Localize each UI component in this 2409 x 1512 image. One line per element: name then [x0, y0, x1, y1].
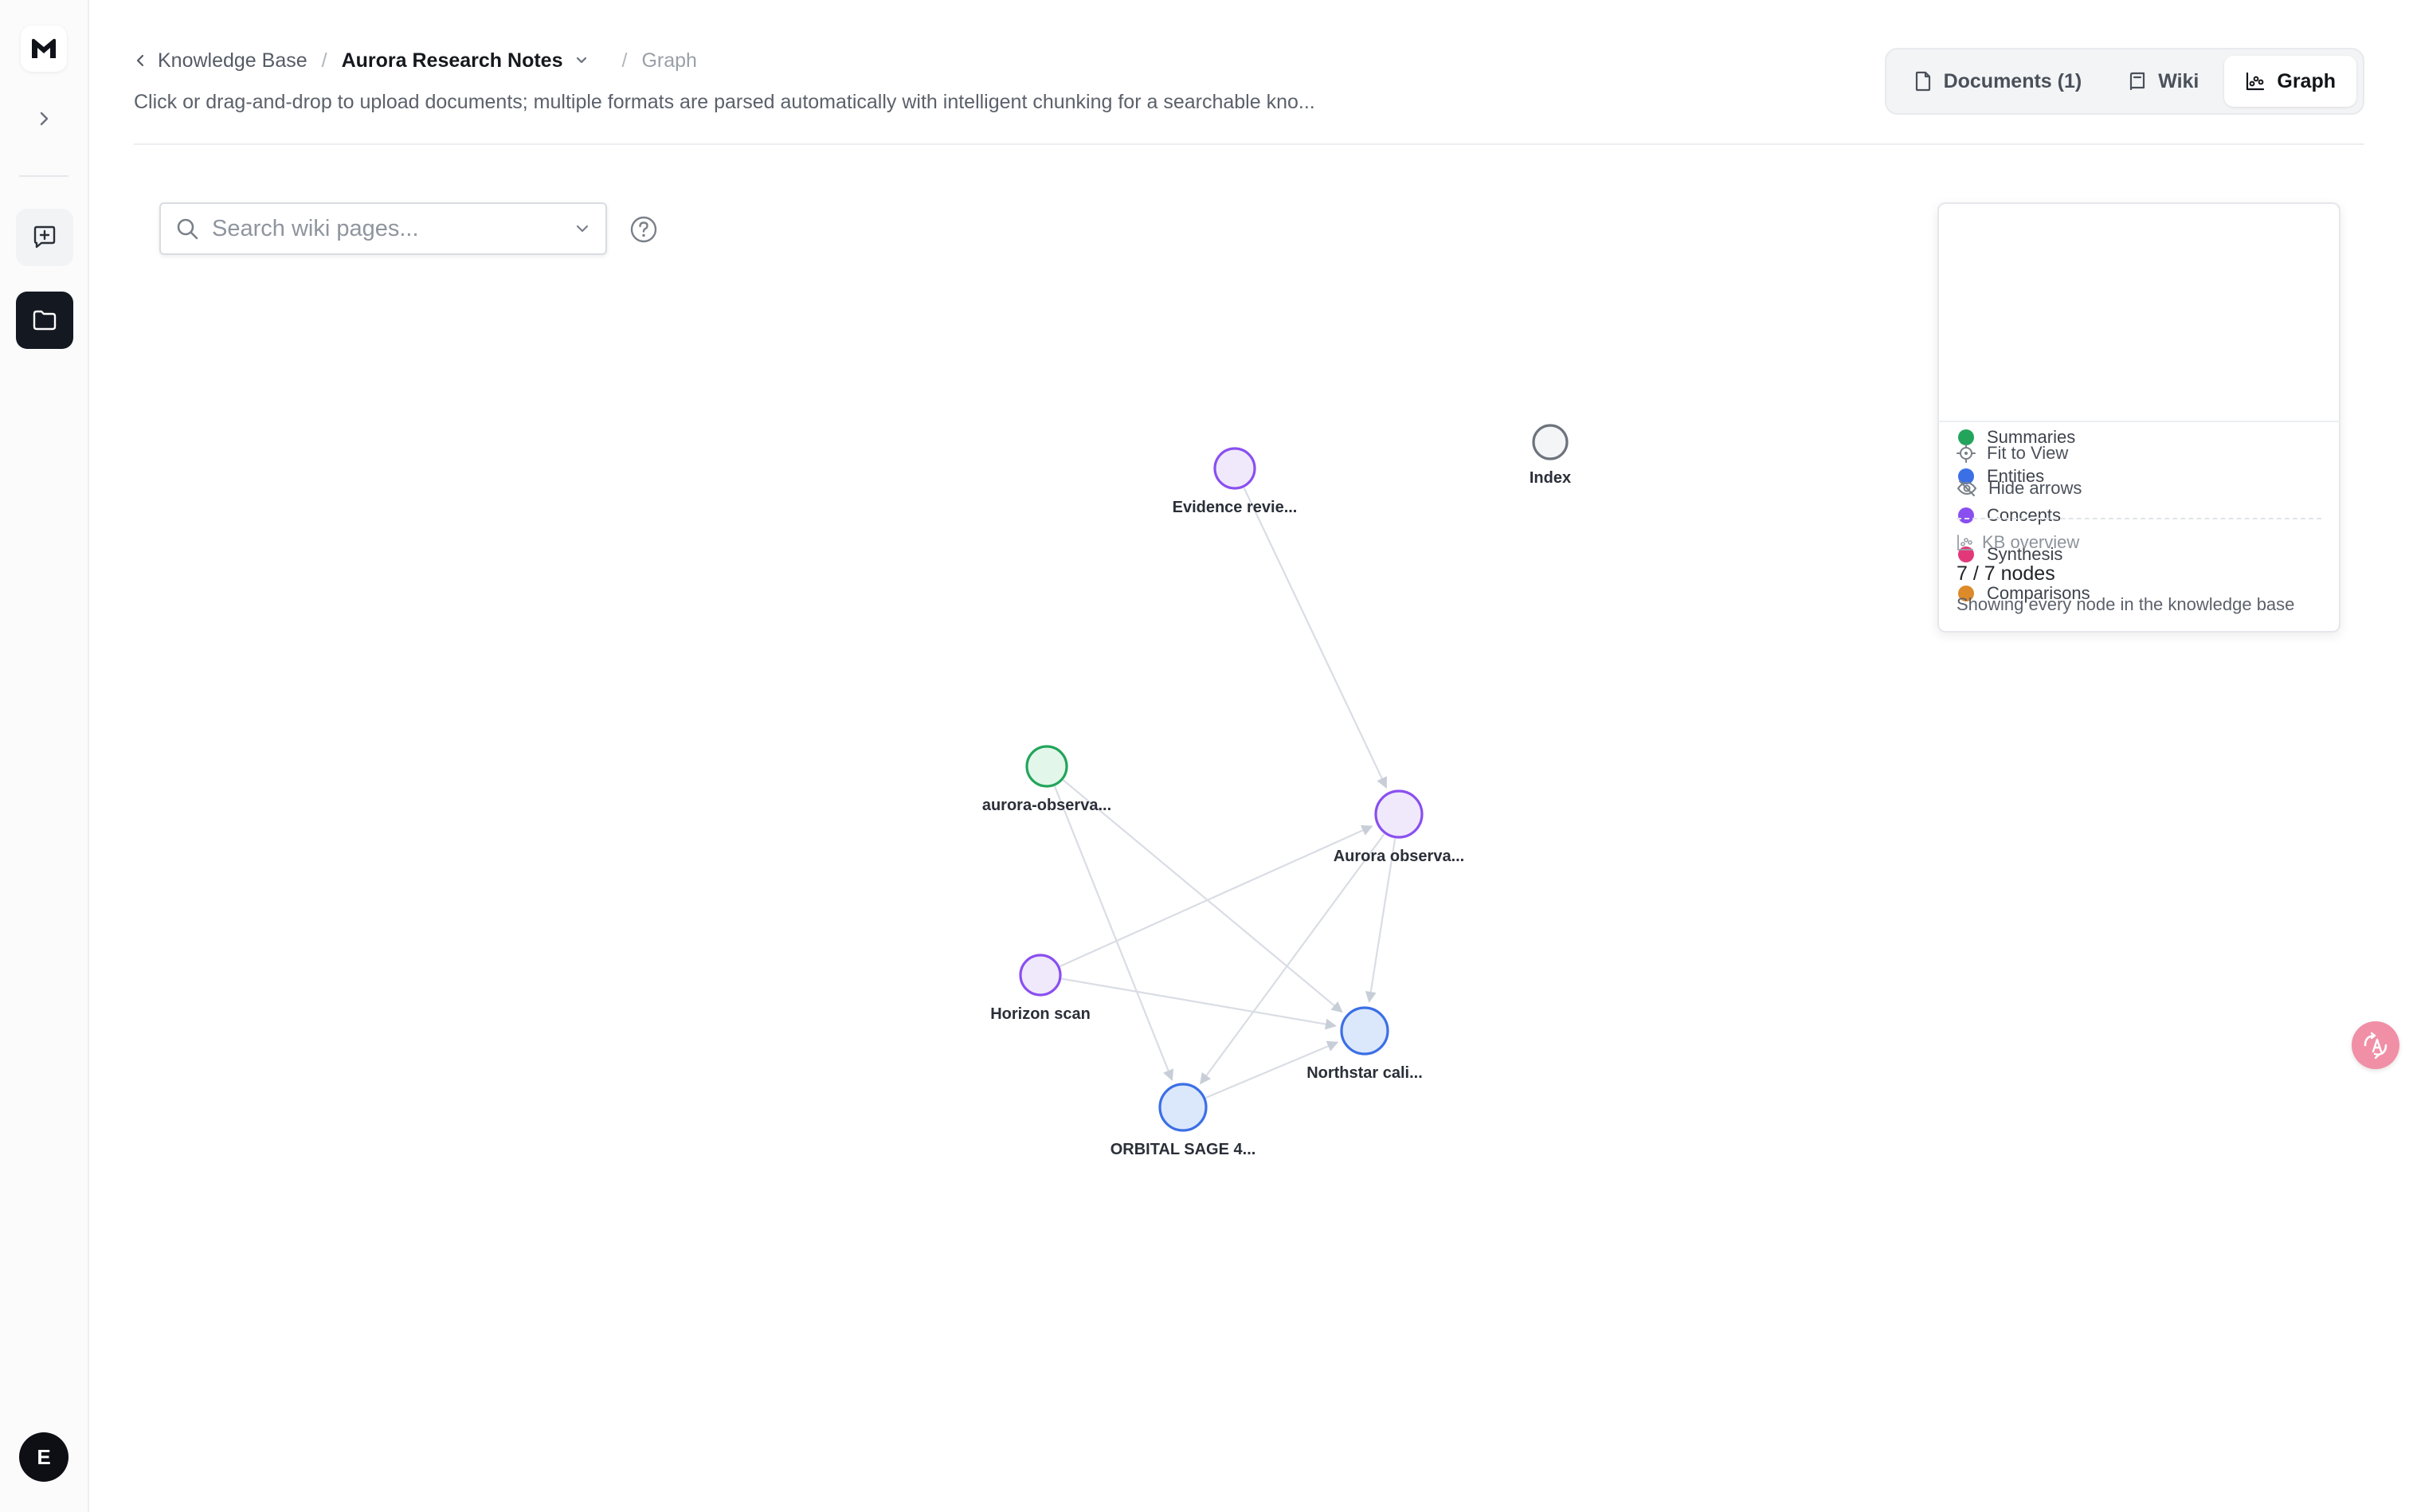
chevron-down-icon: [577, 57, 587, 64]
breadcrumb-back-link[interactable]: Knowledge Base: [134, 49, 307, 72]
legend-label: Concepts: [1987, 505, 2061, 525]
search-input[interactable]: [212, 215, 574, 242]
chevron-right-icon: [40, 112, 49, 126]
expand-sidebar-button[interactable]: [29, 104, 59, 134]
m-logo-icon: [32, 38, 56, 58]
breadcrumb-separator: /: [621, 49, 628, 72]
tab-wiki-label: Wiki: [2158, 69, 2199, 92]
graph-node-circle[interactable]: [1532, 424, 1569, 460]
graph-edge: [1205, 1040, 1339, 1099]
graph-edge: [1053, 785, 1174, 1081]
graph-edge: [1060, 825, 1373, 967]
graph-node-aurora-obs[interactable]: Aurora observa...: [1334, 789, 1465, 865]
knowledge-base-button[interactable]: [16, 292, 73, 349]
graph-node-label: Northstar cali...: [1306, 1064, 1423, 1082]
breadcrumb-leaf: Graph: [641, 49, 697, 72]
knowledge-base-selector[interactable]: Aurora Research Notes: [342, 49, 590, 72]
fit-to-view-button[interactable]: Fit to View: [1957, 441, 2068, 465]
legend-concepts[interactable]: Concepts: [1958, 503, 2061, 527]
chevron-left-icon: [136, 54, 144, 67]
graph-node-aurora-obs-summary[interactable]: aurora-observa...: [982, 745, 1111, 814]
tab-documents-label: Documents (1): [1943, 69, 2082, 92]
eye-off-icon: [1957, 480, 1977, 496]
wiki-search[interactable]: [159, 202, 607, 255]
breadcrumb-knowledge-base: Knowledge Base: [158, 49, 307, 72]
left-rail: E: [0, 0, 89, 1512]
graph-edge: [1200, 833, 1385, 1085]
graph-node-label: ORBITAL SAGE 4...: [1110, 1141, 1256, 1158]
legend-label: Summaries: [1987, 427, 2076, 447]
graph-legend-panel: Summaries Entities Concepts Synthesis Co…: [1937, 202, 2340, 633]
graph-node-label: Evidence revie...: [1173, 499, 1298, 516]
graph-edge: [1365, 838, 1396, 1003]
breadcrumb-separator: /: [321, 49, 327, 72]
user-avatar[interactable]: E: [19, 1432, 69, 1482]
legend-label: Entities: [1987, 466, 2045, 486]
graph-node-circle[interactable]: [1025, 745, 1068, 788]
chart-icon: [2246, 72, 2265, 91]
legend-dot: [1958, 429, 1974, 445]
app-logo[interactable]: [21, 25, 67, 72]
rail-divider: [19, 175, 69, 177]
graph-node-orbital[interactable]: ORBITAL SAGE 4...: [1110, 1083, 1256, 1158]
legend-summaries[interactable]: Summaries: [1958, 425, 2075, 449]
breadcrumb-current: Aurora Research Notes: [341, 49, 563, 72]
tab-graph[interactable]: Graph: [2224, 56, 2356, 107]
graph-node-circle[interactable]: [1019, 954, 1062, 997]
tab-documents[interactable]: Documents (1): [1893, 56, 2103, 107]
graph-node-northstar[interactable]: Northstar cali...: [1306, 1006, 1423, 1082]
legend-synthesis[interactable]: Synthesis: [1958, 543, 2062, 566]
graph-node-label: Horizon scan: [990, 1005, 1091, 1023]
graph-node-circle[interactable]: [1340, 1006, 1389, 1056]
new-chat-button[interactable]: [16, 209, 73, 266]
graph-node-index[interactable]: Index: [1530, 424, 1571, 487]
legend-entities[interactable]: Entities: [1958, 464, 2044, 488]
graph-node-label: Aurora observa...: [1334, 848, 1465, 865]
legend-label: Comparisons: [1987, 583, 2090, 603]
folder-icon: [33, 310, 57, 331]
fit-to-view-label: Fit to View: [1987, 443, 2069, 463]
hide-arrows-label: Hide arrows: [1988, 478, 2082, 498]
breadcrumb: Knowledge Base / Aurora Research Notes /…: [134, 45, 697, 76]
graph-edge: [1243, 487, 1388, 789]
page-description: Click or drag-and-drop to upload documen…: [134, 91, 1315, 113]
chevron-down-icon[interactable]: [574, 220, 591, 237]
chat-plus-icon: [33, 225, 56, 249]
page-header: Knowledge Base / Aurora Research Notes /…: [134, 45, 2364, 145]
tab-graph-label: Graph: [2277, 69, 2336, 92]
graph-node-circle[interactable]: [1213, 447, 1256, 490]
legend-label: Synthesis: [1987, 544, 2063, 564]
graph-node-label: aurora-observa...: [982, 797, 1111, 814]
book-icon: [2130, 72, 2145, 91]
graph-node-circle[interactable]: [1374, 789, 1424, 839]
search-icon: [177, 218, 198, 240]
legend-dot: [1958, 507, 1974, 523]
document-icon: [1915, 71, 1930, 92]
knowledge-graph[interactable]: Evidence revie... Index aurora-observa... A…: [89, 151, 2409, 1512]
legend-dot: [1958, 468, 1974, 484]
graph-node-label: Index: [1530, 469, 1571, 487]
graph-node-evidence[interactable]: Evidence revie...: [1173, 447, 1298, 516]
legend-comparisons[interactable]: Comparisons: [1958, 582, 2090, 605]
legend-dot: [1958, 586, 1974, 601]
graph-edge: [1063, 779, 1343, 1013]
tab-wiki[interactable]: Wiki: [2107, 56, 2219, 107]
hide-arrows-button[interactable]: Hide arrows: [1957, 476, 2082, 500]
graph-node-horizon[interactable]: Horizon scan: [990, 954, 1091, 1023]
graph-edge: [1061, 977, 1337, 1030]
legend-dot: [1958, 546, 1974, 562]
translate-assistant-button[interactable]: [2352, 1021, 2399, 1069]
graph-node-circle[interactable]: [1158, 1083, 1208, 1132]
view-tabs: Documents (1) Wiki Graph: [1884, 48, 2364, 115]
crosshair-icon: [1957, 444, 1976, 463]
help-icon[interactable]: [629, 215, 658, 244]
translate-icon: [2364, 1032, 2387, 1060]
